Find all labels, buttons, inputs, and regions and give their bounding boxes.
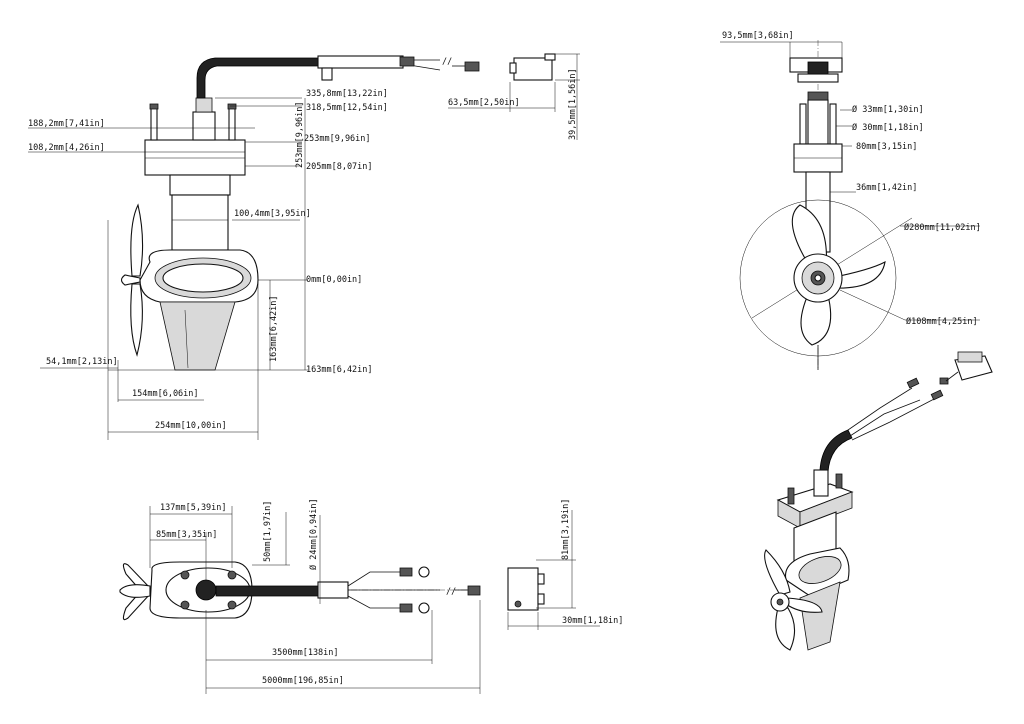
dim-318: 318,5mm[12,54in]: [306, 103, 388, 113]
mounting-plate: [144, 139, 246, 176]
dim-0: 0mm[0,00in]: [306, 275, 362, 285]
dim-81-vertical: 81mm[3,19in]: [561, 499, 571, 560]
dim-163-vertical: 163mm[6,42in]: [269, 295, 279, 362]
dim-205: 205mm[8,07in]: [306, 162, 373, 172]
dim-30-top: 30mm[1,18in]: [562, 616, 623, 626]
front-blade-right: [829, 260, 886, 289]
plug-body: [513, 57, 553, 81]
dim-254: 254mm[10,00in]: [155, 421, 227, 431]
isometric-view: [764, 351, 993, 651]
dim-108-dia: Ø108mm[4,25in]: [906, 316, 978, 327]
dim-24-vertical: Ø 24mm[0,94in]: [308, 498, 319, 570]
dim-50-vertical: 50mm[1,97in]: [263, 501, 273, 562]
dim-30: Ø 30mm[1,18in]: [852, 122, 924, 133]
dim-85: 85mm[3,35in]: [156, 530, 217, 540]
dim-63: 63,5mm[2,50in]: [448, 98, 520, 108]
svg-text://: //: [442, 57, 452, 67]
side-view: // 188,2mm[7,41in]: [28, 55, 480, 440]
plug-top: [507, 567, 539, 611]
dim-93: 93,5mm[3,68in]: [722, 31, 794, 41]
dim-253-vertical: 253mm[9,96in]: [295, 101, 305, 168]
top-cable: [215, 585, 321, 597]
dim-188: 188,2mm[7,41in]: [28, 119, 105, 129]
skeg: [159, 301, 236, 371]
dim-80: 80mm[3,15in]: [856, 142, 917, 152]
dim-154: 154mm[6,06in]: [132, 389, 199, 399]
dim-335: 335,8mm[13,22in]: [306, 89, 388, 99]
dim-100: 100,4mm[3,95in]: [234, 209, 311, 219]
dim-5000: 5000mm[196,85in]: [262, 676, 344, 686]
motor-cable: [196, 57, 321, 99]
dim-108: 108,2mm[4,26in]: [28, 143, 105, 153]
dim-33: Ø 33mm[1,30in]: [852, 104, 924, 115]
top-view: // 137mm[5,39in] 85mm[3,35in] 50mm[1,97i…: [119, 498, 623, 694]
dim-137: 137mm[5,39in]: [160, 503, 227, 513]
dim-253: 253mm[9,96in]: [304, 134, 371, 144]
plug-side-view: 63,5mm[2,50in] 39,5mm[1,56in]: [448, 53, 580, 140]
shaft-tube: [171, 194, 229, 251]
iso-cable: [819, 429, 853, 473]
propeller-blade-top: [130, 203, 144, 277]
svg-text://: //: [446, 587, 456, 597]
dim-39-vertical: 39,5mm[1,56in]: [568, 68, 578, 140]
dim-36: 36mm[1,42in]: [856, 183, 917, 193]
front-view: 93,5mm[3,68in] Ø 33mm[1,30in] Ø 30mm[1,1…: [720, 31, 981, 370]
dim-280: Ø280mm[11,02in]: [904, 222, 981, 233]
dim-54: 54,1mm[2,13in]: [46, 357, 118, 367]
dim-3500: 3500mm[138in]: [272, 648, 339, 658]
propeller-blade-bottom: [130, 283, 143, 357]
dim-163: 163mm[6,42in]: [306, 365, 373, 375]
